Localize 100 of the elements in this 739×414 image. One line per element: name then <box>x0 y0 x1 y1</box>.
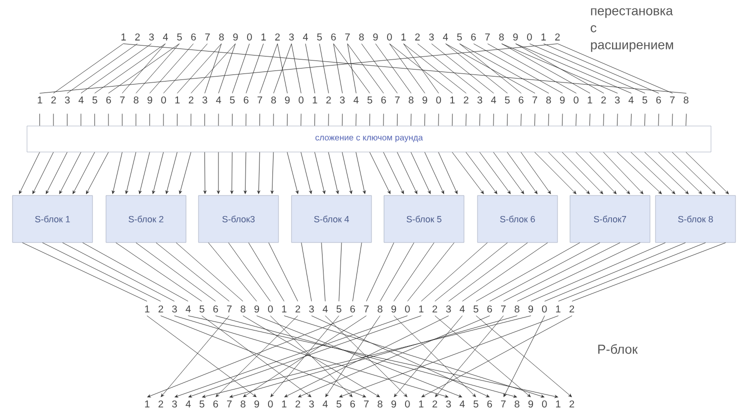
wire-line <box>375 43 412 94</box>
wire-line <box>529 43 646 94</box>
wire-line <box>300 113 302 126</box>
wire-line <box>136 43 180 94</box>
wire-line <box>403 43 466 94</box>
wire-line <box>479 113 480 126</box>
arrow <box>324 315 408 398</box>
wire-line <box>487 43 577 94</box>
wire-line <box>321 242 326 302</box>
wire-line <box>108 113 109 126</box>
arrow <box>328 152 339 194</box>
arrow <box>493 152 524 194</box>
wire-line <box>301 242 312 302</box>
wire-line <box>503 242 620 302</box>
wire-line <box>277 43 288 94</box>
wire-line <box>273 43 292 94</box>
wire-line <box>22 242 148 302</box>
adder-box: сложение с ключом раунда <box>26 126 712 152</box>
wire-line <box>218 113 219 126</box>
wire-line <box>204 43 222 94</box>
wire-line <box>462 242 548 302</box>
arrow <box>396 152 418 194</box>
arrow <box>534 152 576 194</box>
wire-line <box>410 113 412 126</box>
wire-line <box>644 113 646 126</box>
wire-line <box>403 43 439 94</box>
arrow <box>339 315 559 398</box>
wire-line <box>333 43 370 94</box>
wire-line <box>389 43 426 94</box>
wire-line <box>445 43 536 94</box>
arrow <box>466 152 498 194</box>
arrow <box>284 315 544 398</box>
s-box: S-блок 5 <box>384 195 464 243</box>
arrow <box>59 152 82 194</box>
arrow <box>438 152 458 194</box>
wire-line <box>515 43 604 94</box>
arrow <box>479 152 511 194</box>
wire-line <box>686 113 687 126</box>
wire-line <box>62 242 175 302</box>
bit-number-row: 1 2 3 4 5 6 7 8 9 0 1 2 3 4 5 6 7 8 9 0 1 2 3 4 5 6 7 8 9 0 1 2 <box>145 400 574 408</box>
arrow <box>166 152 178 194</box>
wire-line <box>342 113 343 126</box>
arrow <box>86 152 109 194</box>
arrow <box>325 315 380 397</box>
wire-line <box>493 113 494 126</box>
bit-number-row: 1 2 3 4 5 6 7 8 9 0 1 2 3 4 5 6 7 8 9 0 1 2 3 4 5 6 7 8 9 0 1 2 <box>121 33 560 41</box>
arrow <box>314 152 326 194</box>
wire-line <box>232 113 233 126</box>
arrow <box>112 152 122 194</box>
wire-line <box>389 43 453 94</box>
wire-line <box>352 242 362 302</box>
wire-line <box>136 242 216 302</box>
s-box: S-блок 4 <box>291 195 372 243</box>
arrow <box>32 152 54 194</box>
s-box: S-блок 8 <box>655 195 736 243</box>
wire-line <box>259 113 260 126</box>
wire-line <box>338 242 342 302</box>
wire-line <box>672 113 673 126</box>
arrow <box>383 152 404 194</box>
wire-line <box>576 113 577 126</box>
arrow <box>452 152 484 194</box>
wire-line <box>149 113 150 126</box>
arrow <box>46 152 68 194</box>
arrow <box>284 315 449 398</box>
wire-line <box>246 43 264 94</box>
wire-line <box>452 113 453 126</box>
arrow <box>270 315 340 398</box>
arrow <box>146 315 256 398</box>
s-box: S-блок 6 <box>477 195 558 243</box>
arrow <box>270 152 274 194</box>
arrow <box>369 152 390 194</box>
wire-line <box>501 43 590 94</box>
wire-line <box>248 242 284 302</box>
wire-line <box>163 113 164 126</box>
arrow <box>138 152 150 194</box>
arrow <box>72 152 95 194</box>
wire-line <box>314 113 316 126</box>
arrow <box>217 152 220 194</box>
wire-line <box>420 242 488 302</box>
annotation-label: перестановка с расширением <box>590 8 674 52</box>
wire-line <box>53 113 54 126</box>
wire-line <box>163 43 208 94</box>
wire-line <box>347 43 384 94</box>
wire-line <box>383 113 384 126</box>
arrow <box>300 152 312 194</box>
arrow <box>394 315 476 398</box>
wire-line <box>424 113 426 126</box>
s-box: S-блок 2 <box>106 195 186 243</box>
wire-line <box>208 242 257 302</box>
wire-line <box>228 242 271 302</box>
wire-line <box>204 113 205 126</box>
arrow <box>672 152 716 194</box>
arrow <box>216 315 298 398</box>
wire-line <box>459 43 550 94</box>
wire-line <box>273 113 274 126</box>
arrow <box>506 152 538 194</box>
wire-line <box>630 113 632 126</box>
arrow <box>576 152 617 194</box>
wire-line <box>176 242 244 302</box>
wire-line <box>286 113 288 126</box>
